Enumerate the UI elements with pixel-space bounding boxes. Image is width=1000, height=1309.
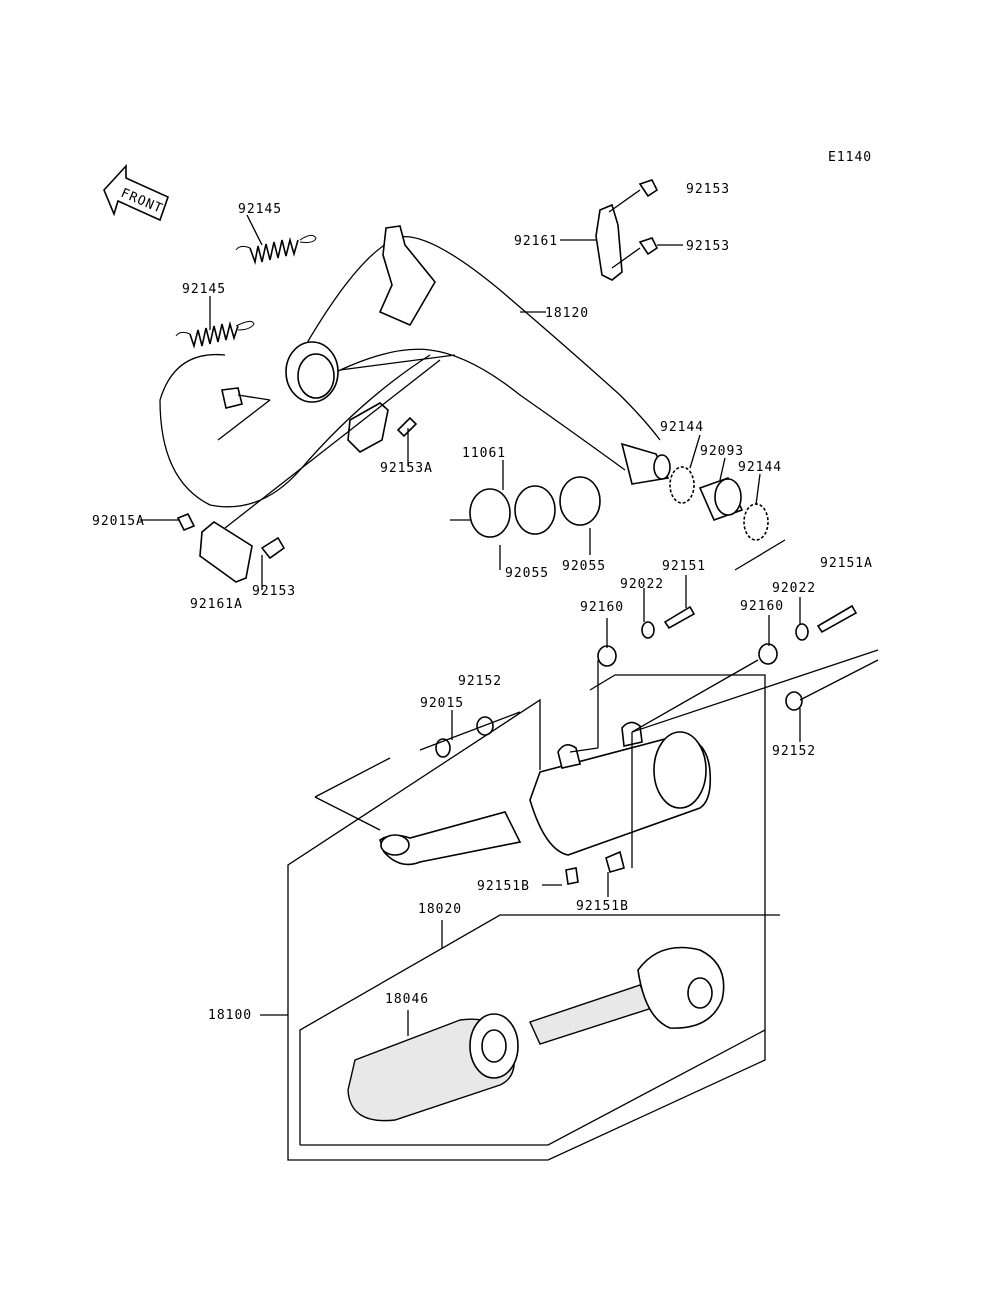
part-label: 92153 [686,239,730,254]
part-label: 92160 [740,599,784,614]
silencer-internals [347,946,725,1122]
bracket-92161 [595,179,659,281]
spring-lower [175,320,255,349]
part-label: 18100 [208,1008,252,1023]
part-label: 92144 [660,420,704,435]
part-label: 92151B [576,899,629,914]
part-label: 92145 [238,202,282,217]
part-label: 18120 [545,306,589,321]
part-label: 92055 [562,559,606,574]
part-label: 92022 [772,581,816,596]
part-label: 92151 [662,559,706,574]
part-label: 92022 [620,577,664,592]
spring-upper [235,234,317,266]
leader-lines [140,214,879,1161]
part-label: 18046 [385,992,429,1007]
part-label: 92151B [477,879,530,894]
bolt-92153a [396,416,418,438]
part-label: 92015A [92,514,145,529]
part-label: 11061 [462,446,506,461]
muffler-assembly [379,721,712,866]
part-label: 18020 [418,902,462,917]
part-number-labels: 92153 92161 92153 92145 92145 18120 9215… [92,182,873,1023]
part-label: 92161A [190,597,243,612]
part-label: 92152 [458,674,502,689]
bracket-92161a [176,512,286,583]
part-label: 92153A [380,461,433,476]
part-label: 92145 [182,282,226,297]
part-label: 92161 [514,234,558,249]
part-label: 92152 [772,744,816,759]
part-label: 92093 [700,444,744,459]
part-label: 92151A [820,556,873,571]
exhaust-header-pipe [159,225,671,508]
mounting-hardware [435,604,858,885]
part-label: 92015 [420,696,464,711]
part-label: 92160 [580,600,624,615]
part-label: 92153 [686,182,730,197]
gasket-rings [469,476,601,538]
part-label: 92144 [738,460,782,475]
part-label: 92055 [505,566,549,581]
pipe-joint [669,466,769,541]
part-label: 92153 [252,584,296,599]
diagram-code: E1140 [828,150,872,165]
front-arrow-icon: FRONT [103,163,169,222]
